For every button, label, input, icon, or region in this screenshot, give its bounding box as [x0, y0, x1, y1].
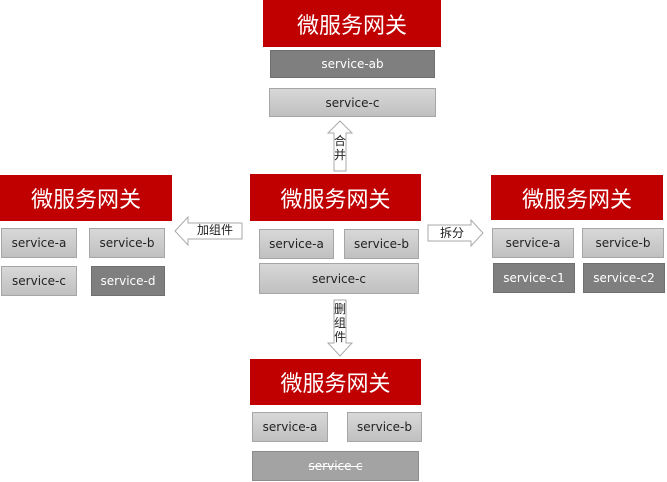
- service-d: service-d: [91, 266, 165, 296]
- service-a: service-a: [1, 228, 77, 258]
- service-c: service-c: [259, 263, 419, 294]
- gateway-left: 微服务网关: [0, 175, 172, 221]
- service-a: service-a: [259, 229, 334, 259]
- service-b: service-b: [344, 229, 419, 259]
- service-c: service-c: [1, 266, 77, 296]
- arrow-down-icon: [326, 299, 354, 357]
- service-a: service-a: [492, 228, 574, 258]
- service-c-removed: service-c: [252, 451, 419, 481]
- service-b: service-b: [582, 228, 664, 258]
- service-c: service-c: [269, 88, 436, 117]
- gateway-top: 微服务网关: [263, 0, 441, 47]
- arrow-up-icon: [326, 120, 354, 172]
- service-b: service-b: [347, 412, 422, 442]
- service-c1: service-c1: [493, 263, 575, 293]
- service-c2: service-c2: [583, 263, 665, 293]
- service-ab: service-ab: [270, 50, 435, 78]
- remove-component-label: 删组件: [333, 302, 346, 344]
- arrow-right-icon: [427, 218, 484, 248]
- arrow-left-icon: [174, 215, 243, 247]
- gateway-center: 微服务网关: [250, 174, 421, 221]
- gateway-right: 微服务网关: [491, 175, 663, 220]
- merge-label: 合并: [333, 134, 346, 162]
- split-label: 拆分: [439, 226, 464, 240]
- service-a: service-a: [252, 412, 328, 442]
- gateway-bottom: 微服务网关: [250, 359, 421, 405]
- add-component-label: 加组件: [196, 223, 233, 237]
- service-b: service-b: [89, 228, 165, 258]
